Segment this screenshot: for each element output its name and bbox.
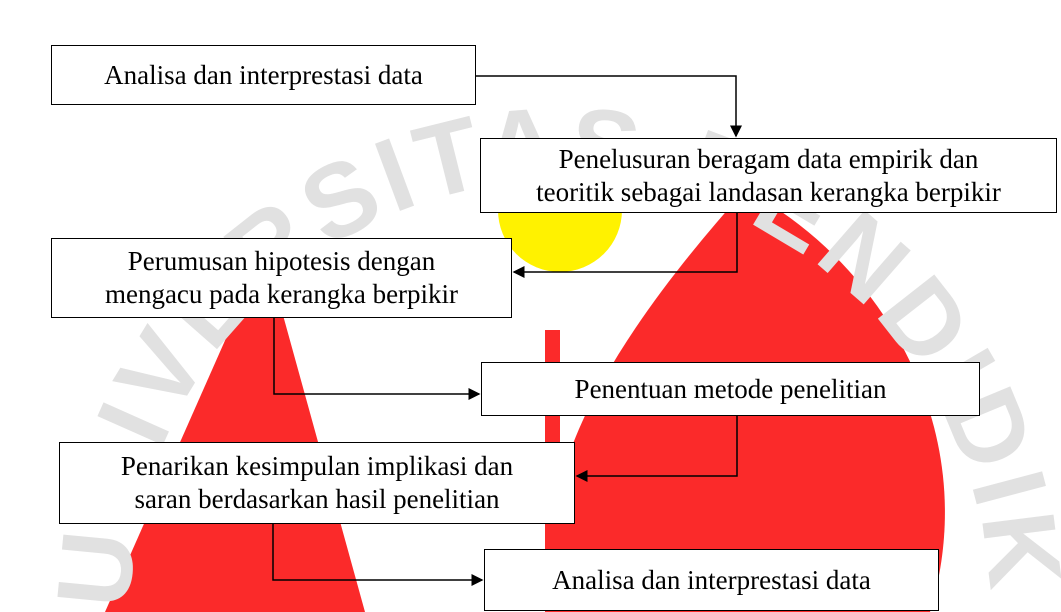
box-text-line: Perumusan hipotesis dengan [127, 246, 436, 276]
connector-1-to-2 [476, 75, 742, 138]
process-box-penarikan-kesimpulan: Penarikan kesimpulan implikasi dan saran… [59, 442, 575, 524]
box-text-line: Penarikan kesimpulan implikasi dan [120, 451, 514, 481]
box-text-line: mengacu pada kerangka berpikir [104, 279, 459, 309]
box-text-line: teoritik sebagai landasan kerangka berpi… [536, 176, 1001, 207]
box-text-line: Penelusuran beragam data empirik dan [558, 143, 979, 174]
box-text-line: Analisa dan interprestasi data [552, 564, 871, 595]
process-box-penelusuran-data: Penelusuran beragam data empirik dan teo… [480, 138, 1057, 213]
box-text-line: Penentuan metode penelitian [574, 373, 887, 404]
connector-5-to-6 [272, 524, 484, 586]
process-box-analisa-data-end: Analisa dan interprestasi data [484, 549, 939, 611]
process-box-perumusan-hipotesis: Perumusan hipotesis dengan mengacu pada … [51, 238, 512, 318]
connector-3-to-4 [273, 318, 481, 400]
box-text-line: saran berdasarkan hasil penelitian [134, 484, 500, 514]
connector-4-to-5 [575, 416, 738, 482]
process-box-analisa-data-start: Analisa dan interprestasi data [51, 45, 476, 105]
process-box-penentuan-metode: Penentuan metode penelitian [481, 362, 980, 416]
box-text-line: Analisa dan interprestasi data [104, 59, 423, 90]
connector-2-to-3 [512, 213, 738, 278]
